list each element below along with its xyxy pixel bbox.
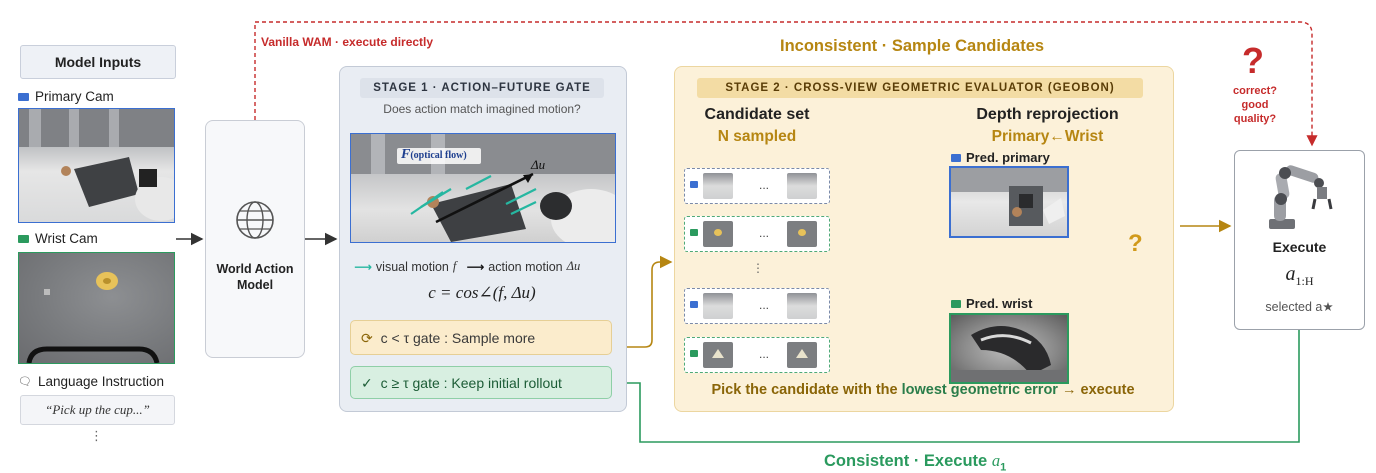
candidate-dots: ... (759, 226, 770, 240)
primary-cam-image (18, 108, 175, 223)
wrist-cam-text: Wrist Cam (35, 231, 98, 246)
pred-wrist-label: Pred. wrist (951, 296, 1032, 311)
check-icon: ✓ (361, 375, 373, 391)
world-action-model-box: World Action Model (205, 120, 305, 358)
delta-u-label: Δu (531, 157, 546, 172)
pick-candidate-text: Pick the candidate with the lowest geome… (711, 382, 1135, 398)
depth-sub: Primary←Wrist (991, 128, 1104, 145)
candidate-thumb (703, 221, 733, 247)
stage1-title: STAGE 1 · ACTION–FUTURE GATE (360, 78, 604, 98)
gate-sample-more: ⟳ c < τ gate : Sample more (350, 320, 612, 355)
refresh-icon: ⟳ (361, 330, 373, 346)
vanilla-path (254, 21, 1318, 147)
camera-icon (690, 229, 698, 236)
execute-selected: selected a★ (1265, 300, 1334, 314)
flow-label: F(optical flow) (401, 147, 467, 162)
language-label: 🗨 Language Instruction (18, 374, 164, 389)
stage1-flow-image: F(optical flow) Δu (350, 133, 616, 243)
teal-arrow-icon: ⟶ (354, 260, 372, 274)
candidate-dots: ... (759, 178, 770, 192)
pred-wrist-text: Pred. wrist (966, 296, 1033, 311)
candidate-row: ... (684, 216, 830, 252)
pred-primary-label: Pred. primary (951, 150, 1050, 165)
legend-visual-var: f (452, 259, 457, 273)
candidate-dots: ... (759, 298, 770, 312)
wrist-cam-image (18, 252, 175, 364)
depth-title: Depth reprojection (976, 106, 1119, 123)
stage1-legend: ⟶ visual motion f ⟶ action motion Δu (354, 259, 580, 274)
stage2-title: STAGE 2 · CROSS-VIEW GEOMETRIC EVALUATOR… (697, 78, 1143, 98)
candidate-row: ... (684, 168, 830, 204)
globe-icon (236, 201, 274, 239)
candidate-thumb (787, 221, 817, 247)
candidate-vdots: ⋮ (752, 261, 764, 275)
consistent-path-label: Consistent · Execute a1 (824, 451, 1007, 473)
legend-visual: visual motion (375, 259, 449, 274)
pred-primary-image (949, 166, 1069, 238)
pred-wrist-image (949, 313, 1069, 384)
candidate-row: ... (684, 337, 830, 373)
model-inputs-title: Model Inputs (20, 45, 176, 79)
legend-action-var: Δu (566, 259, 581, 273)
more-inputs-dots: ⋮ (90, 428, 103, 443)
language-instruction: “Pick up the cup...” (20, 395, 175, 425)
candidate-set-sub: N sampled (717, 128, 797, 145)
wrist-cam-label: Wrist Cam (18, 231, 98, 246)
path-consistent (627, 330, 1300, 443)
robot-arm-icon (1269, 165, 1333, 229)
candidate-thumb (787, 173, 817, 199)
camera-icon (690, 181, 698, 188)
stage1-subtitle: Does action match imagined motion? (383, 102, 581, 116)
wam-label: World Action Model (216, 262, 294, 292)
candidate-thumb (787, 293, 817, 319)
cosine-formula: c = cos∠(f, Δu) (428, 283, 536, 302)
vanilla-label: Vanilla WAM · execute directly (261, 35, 434, 49)
speech-icon: 🗨 (18, 376, 32, 388)
execute-title: Execute (1272, 239, 1327, 255)
question-mark: ? (1242, 40, 1264, 81)
camera-icon (951, 153, 961, 162)
gate-keep-rollout: ✓ c ≥ τ gate : Keep initial rollout (350, 366, 612, 399)
execute-formula: a1:H (1285, 263, 1314, 288)
execute-box: Execute a1:H selected a★ (1234, 150, 1365, 330)
candidate-thumb (787, 342, 817, 368)
camera-icon (951, 299, 961, 308)
candidate-row: ... (684, 288, 830, 324)
inconsistent-path-label: Inconsistent · Sample Candidates (780, 37, 1045, 55)
candidate-dots: ... (759, 347, 770, 361)
camera-icon (690, 301, 698, 308)
candidate-thumb (703, 342, 733, 368)
candidate-set-title: Candidate set (704, 106, 810, 123)
arrow-sample-more (627, 255, 673, 348)
camera-icon (18, 92, 29, 101)
reprojection-question-mark: ? (1128, 230, 1143, 257)
camera-icon (18, 234, 29, 243)
black-arrow-icon: ⟶ (466, 260, 485, 274)
language-label-text: Language Instruction (37, 374, 165, 389)
gate-sample-more-text: c < τ gate : Sample more (380, 330, 536, 346)
camera-icon (690, 350, 698, 357)
gate-keep-rollout-text: c ≥ τ gate : Keep initial rollout (380, 375, 562, 391)
candidate-thumb (703, 173, 733, 199)
legend-action: action motion (488, 259, 563, 274)
pred-primary-text: Pred. primary (966, 150, 1050, 165)
question-text: correct? good quality? (1232, 85, 1278, 125)
primary-cam-text: Primary Cam (35, 89, 114, 104)
candidate-thumb (703, 293, 733, 319)
primary-cam-label: Primary Cam (18, 89, 114, 104)
